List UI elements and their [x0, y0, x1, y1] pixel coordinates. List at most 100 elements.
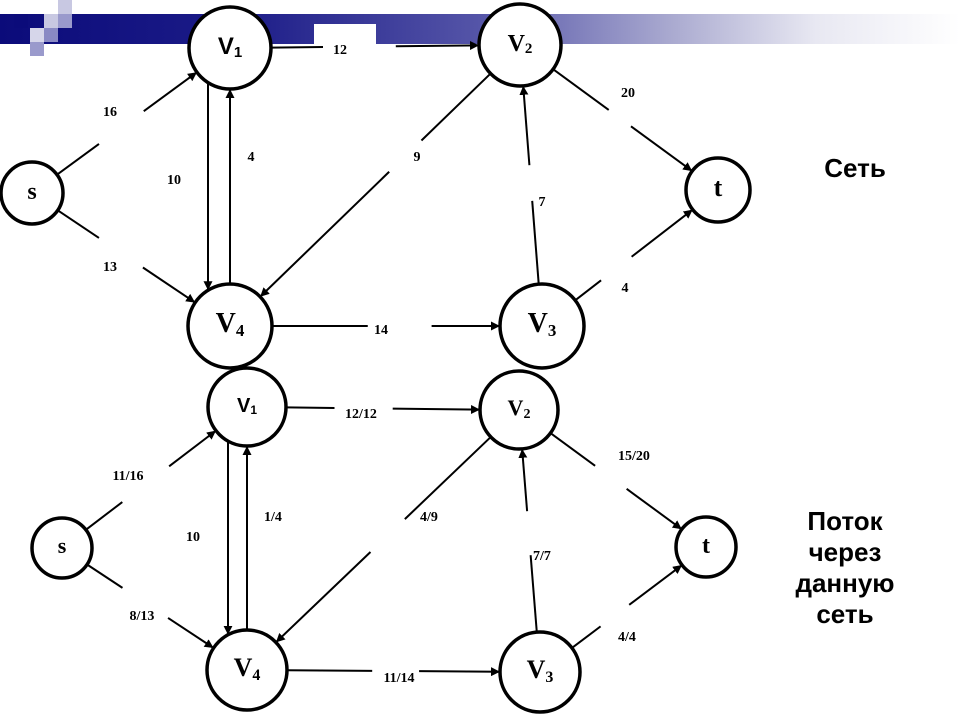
edge-line — [395, 41, 480, 51]
edge-line — [56, 143, 100, 176]
node-flow-v2: V2 — [478, 369, 560, 451]
edge-line — [404, 436, 492, 520]
node-flow-v1: V1 — [206, 366, 288, 448]
node-network-t: t — [684, 156, 752, 224]
node-label: s — [27, 179, 36, 205]
edge-network-v3-t: 4 — [574, 208, 694, 302]
node-circle — [684, 156, 752, 224]
node-flow-v4: V4 — [205, 628, 289, 712]
node-circle — [186, 282, 274, 370]
edge-line — [518, 448, 529, 512]
edge-line — [531, 200, 540, 285]
edge-line — [628, 564, 683, 606]
edge-line — [529, 555, 538, 633]
edge-label: 11/14 — [383, 671, 414, 686]
edge-line — [142, 266, 196, 304]
node-network-v2: V2 — [477, 2, 563, 88]
edge-line — [286, 669, 373, 672]
edge-flow-v1-v4: 10 — [186, 441, 233, 635]
header-square — [30, 28, 44, 42]
edge-label: 10 — [167, 173, 181, 188]
edge-line — [270, 46, 324, 49]
node-circle — [206, 366, 288, 448]
edge-line — [285, 406, 335, 409]
edge-label: 7 — [539, 195, 546, 210]
node-circle — [0, 160, 65, 226]
node-circle — [498, 630, 582, 714]
edge-label: 1/4 — [264, 510, 282, 525]
flow-title-line: через — [808, 537, 882, 567]
edge-line — [419, 667, 501, 677]
node-network-s: s — [0, 160, 65, 226]
edge-line — [630, 208, 694, 258]
edge-line — [549, 432, 596, 467]
node-flow-s: s — [30, 516, 94, 580]
node-label: t — [702, 533, 710, 559]
edge-label: 12 — [333, 43, 347, 58]
node-flow-t: t — [674, 515, 738, 579]
edge-flow-v4-v3: 11/14 — [286, 667, 501, 686]
edge-network-v2-t: 20 — [552, 68, 693, 172]
edge-label: 4/9 — [420, 510, 438, 525]
node-circle — [30, 516, 94, 580]
edge-line — [392, 404, 481, 414]
header-square — [44, 14, 58, 28]
edge-line — [574, 279, 602, 302]
edge-network-v4-v3: 14 — [272, 321, 500, 338]
network-title: Сеть — [824, 153, 886, 183]
edge-line — [259, 171, 390, 298]
edge-network-v4-v1: 4 — [225, 89, 255, 284]
edge-line — [275, 551, 372, 644]
edge-label: 16 — [103, 105, 117, 120]
header-square — [30, 42, 44, 56]
node-label: s — [58, 533, 67, 558]
edge-label: 4 — [622, 281, 629, 296]
node-circle — [477, 2, 563, 88]
edge-label: 4 — [248, 150, 255, 165]
edge-network-s-v1: 16 — [56, 71, 198, 176]
node-label: V3 — [528, 308, 557, 339]
edge-line — [85, 501, 123, 531]
node-network-v4: V4 — [186, 282, 274, 370]
edge-line — [626, 488, 683, 531]
edge-flow-v1-v2: 12/12 — [285, 404, 481, 422]
edge-label: 10 — [186, 530, 200, 545]
node-circle — [187, 5, 273, 91]
header-square — [44, 28, 58, 42]
edge-flow-v3-v2: 7/7 — [518, 448, 551, 633]
node-label: V3 — [527, 655, 554, 686]
edge-label: 14 — [374, 323, 388, 338]
edge-line — [167, 617, 215, 649]
edge-network-v1-v2: 12 — [270, 41, 480, 58]
node-label: V2 — [508, 31, 533, 58]
edge-flow-v2-t: 15/20 — [549, 432, 683, 531]
node-flow-v3: V3 — [498, 630, 582, 714]
edge-line — [552, 68, 610, 111]
edge-line — [86, 563, 124, 589]
edge-flow-v4-v1: 1/4 — [242, 446, 282, 630]
edge-network-s-v4: 13 — [57, 209, 196, 304]
edge-line — [168, 429, 217, 468]
node-circle — [478, 369, 560, 451]
flow-title-line: данную — [795, 568, 895, 598]
edge-flow-s-v1: 11/16 — [85, 429, 217, 531]
node-label: V1 — [218, 33, 242, 61]
edge-line — [143, 71, 198, 112]
node-circle — [205, 628, 289, 712]
edge-line — [519, 85, 531, 166]
edge-label-background — [314, 24, 376, 46]
flow-title: Поток через данную сеть — [770, 506, 920, 630]
flow-title-line: Поток — [807, 506, 883, 536]
flow-title-line: сеть — [816, 599, 874, 629]
node-label: V4 — [234, 653, 261, 684]
edge-network-v3-v2: 7 — [519, 85, 546, 285]
header-square — [58, 14, 72, 28]
edge-label: 9 — [414, 150, 421, 165]
node-circle — [674, 515, 738, 579]
node-label: V2 — [508, 395, 531, 422]
edge-label: 4/4 — [618, 630, 636, 645]
node-network-v1: V1 — [187, 5, 273, 91]
edge-label: 20 — [621, 86, 635, 101]
edge-flow-s-v4: 8/13 — [86, 563, 215, 649]
